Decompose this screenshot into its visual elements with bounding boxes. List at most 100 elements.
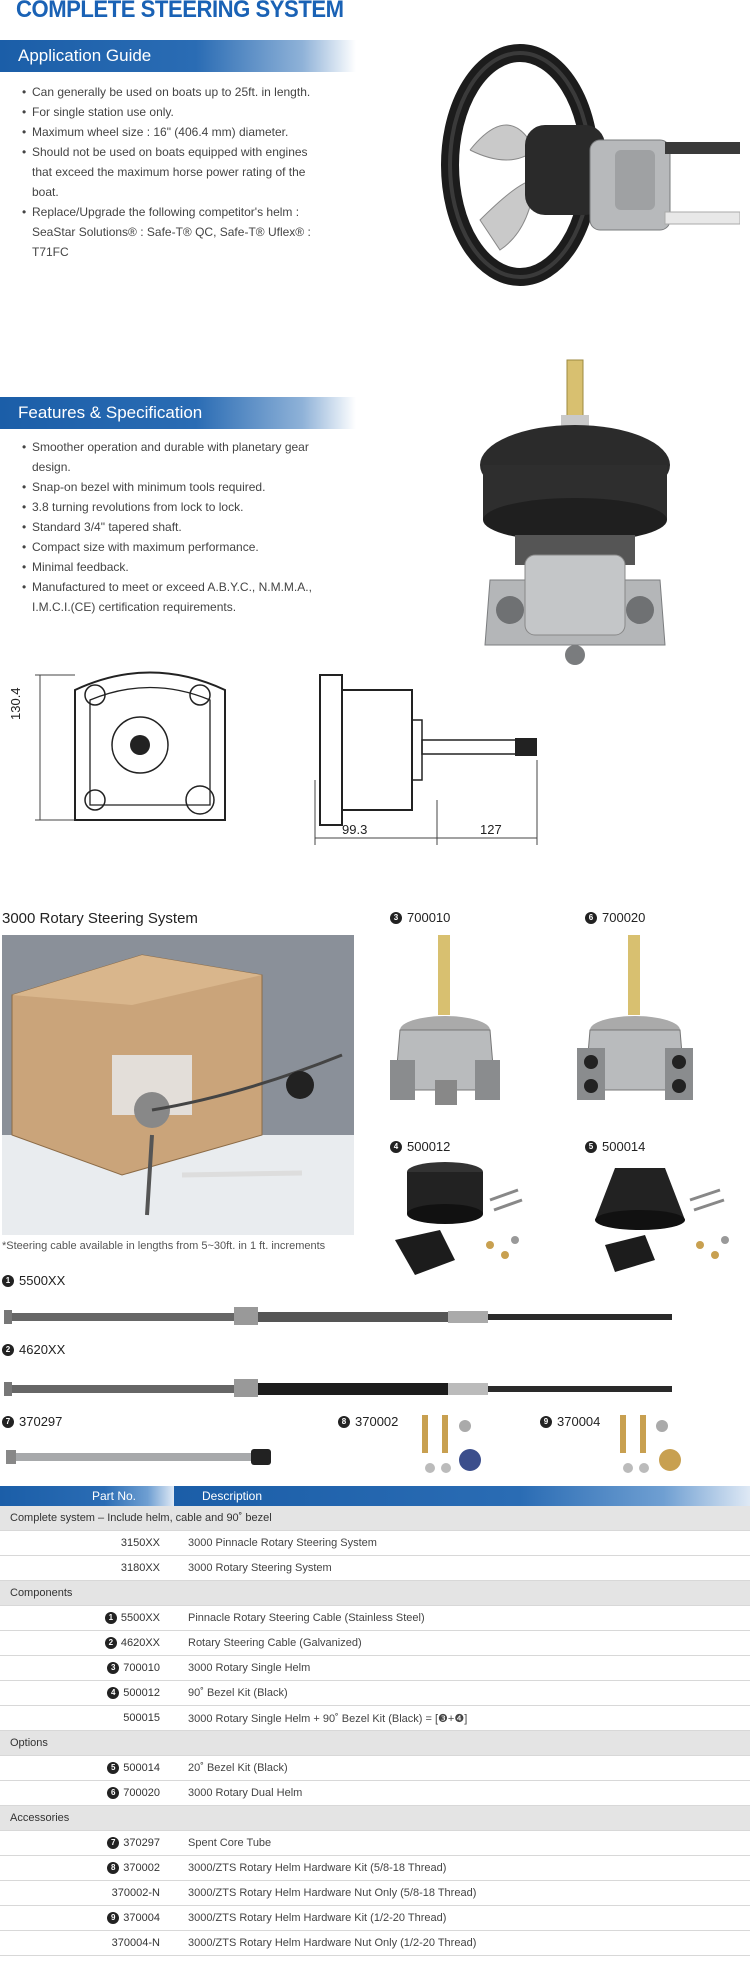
part-number: 370002 (123, 1861, 160, 1874)
callout-number: 9 (107, 1912, 120, 1925)
callout-number: 4 (390, 1140, 402, 1153)
part-label-500014: 5 500014 (585, 1139, 645, 1154)
application-item: Maximum wheel size : 16" (406.4 mm) diam… (20, 122, 320, 142)
callout-number: 6 (585, 911, 597, 924)
part-code: 700010 (407, 910, 451, 925)
callout-number: 7 (107, 1837, 120, 1850)
part-number: 500012 (123, 1686, 160, 1699)
dimension-drawing (35, 671, 538, 845)
part-code: 370297 (19, 1414, 63, 1429)
part-description: 3000/ZTS Rotary Helm Hardware Nut Only (… (174, 1930, 750, 1956)
hardware-kit-370002-image (422, 1415, 481, 1473)
callout-number: 4 (107, 1687, 120, 1700)
cable-length-note: *Steering cable available in lengths fro… (2, 1240, 326, 1252)
callout-number: 8 (107, 1862, 120, 1875)
application-item: Should not be used on boats equipped wit… (20, 142, 320, 202)
part-number: 370004-N (111, 1937, 160, 1949)
table-row: 500015 3000 Rotary Single Helm + 90˚ Bez… (0, 1705, 750, 1731)
feature-item: Snap-on bezel with minimum tools require… (20, 477, 320, 497)
part-number: 4620XX (120, 1636, 160, 1649)
callout-number: 1 (104, 1612, 117, 1625)
part-code: 5500XX (19, 1273, 66, 1288)
application-item: Can generally be used on boats up to 25f… (20, 82, 320, 102)
callout-number: 2 (104, 1637, 117, 1650)
system-heading: 3000 Rotary Steering System (2, 910, 198, 927)
callout-number: 3 (390, 911, 402, 924)
column-header-part-no: Part No. (0, 1486, 174, 1506)
part-number: 700010 (123, 1661, 160, 1674)
part-description: 3000 Pinnacle Rotary Steering System (174, 1530, 750, 1556)
feature-item: Smoother operation and durable with plan… (20, 437, 320, 477)
dual-helm-image (577, 935, 693, 1100)
callout-number: 5 (107, 1762, 120, 1775)
part-number: 500015 (123, 1712, 160, 1724)
application-item: Replace/Upgrade the following competitor… (20, 202, 320, 262)
part-description: 3000 Rotary Steering System (174, 1555, 750, 1581)
part-label-370297: 7 370297 (2, 1414, 62, 1429)
part-number: 3180XX (120, 1562, 160, 1574)
callout-number: 8 (338, 1415, 350, 1428)
part-description: 3000/ZTS Rotary Helm Hardware Kit (5/8-1… (174, 1855, 750, 1881)
single-helm-image (390, 935, 500, 1105)
system-kit-photo (2, 935, 354, 1235)
part-label-370004: 9 370004 (540, 1414, 600, 1429)
part-description: Rotary Steering Cable (Galvanized) (174, 1630, 750, 1656)
features-list: Smoother operation and durable with plan… (20, 437, 320, 617)
cable-5500XX-image (4, 1307, 672, 1325)
feature-item: Manufactured to meet or exceed A.B.Y.C.,… (20, 577, 320, 617)
callout-number: 3 (107, 1662, 120, 1675)
part-description: 3000 Rotary Single Helm + 90˚ Bezel Kit … (174, 1705, 750, 1731)
table-group-row: Complete system – Include helm, cable an… (0, 1506, 750, 1531)
callout-number: 9 (540, 1415, 552, 1428)
part-description: 90˚ Bezel Kit (Black) (174, 1680, 750, 1706)
callout-number: 6 (107, 1787, 120, 1800)
helm-image (480, 359, 670, 665)
part-number: 370297 (123, 1836, 160, 1849)
part-code: 700020 (602, 910, 646, 925)
dimension-shaft-label: 127 (480, 822, 502, 837)
feature-item: Standard 3/4" tapered shaft. (20, 517, 320, 537)
table-group-row: Options (0, 1730, 750, 1756)
spent-core-tube-image (6, 1449, 271, 1465)
part-code: 370004 (557, 1414, 601, 1429)
table-row: 370004-N 3000/ZTS Rotary Helm Hardware N… (0, 1930, 750, 1956)
bezel-kit-20-image (595, 1168, 729, 1272)
dimension-height-label: 130.4 (8, 687, 23, 720)
part-description: Pinnacle Rotary Steering Cable (Stainles… (174, 1605, 750, 1631)
part-description: 20˚ Bezel Kit (Black) (174, 1755, 750, 1781)
table-row: 3150XX 3000 Pinnacle Rotary Steering Sys… (0, 1530, 750, 1556)
hardware-kit-370004-image (620, 1415, 681, 1473)
part-number: 5500XX (120, 1611, 160, 1624)
part-number: 3150XX (120, 1537, 160, 1549)
callout-number: 5 (585, 1140, 597, 1153)
features-heading: Features & Specification (0, 397, 356, 429)
bezel-kit-90-image (395, 1162, 523, 1275)
part-number: 370002-N (111, 1887, 160, 1899)
part-code: 500012 (407, 1139, 451, 1154)
page-title: COMPLETE STEERING SYSTEM (16, 0, 344, 23)
part-label-5500XX: 1 5500XX (2, 1273, 65, 1288)
cable-4620XX-image (4, 1379, 672, 1397)
part-description: 3000/ZTS Rotary Helm Hardware Kit (1/2-2… (174, 1905, 750, 1931)
part-number: 370004 (123, 1911, 160, 1924)
application-list: Can generally be used on boats up to 25f… (20, 82, 320, 262)
part-label-500012: 4 500012 (390, 1139, 450, 1154)
part-description: 3000/ZTS Rotary Helm Hardware Nut Only (… (174, 1880, 750, 1906)
part-label-370002: 8 370002 (338, 1414, 398, 1429)
parts-table: Part No. Description Complete system – I… (0, 1486, 750, 1956)
application-guide-heading: Application Guide (0, 40, 356, 72)
callout-number: 1 (2, 1274, 14, 1287)
feature-item: 3.8 turning revolutions from lock to loc… (20, 497, 320, 517)
part-description: 3000 Rotary Single Helm (174, 1655, 750, 1681)
part-code: 4620XX (19, 1342, 66, 1357)
part-label-700010: 3 700010 (390, 910, 450, 925)
column-header-description: Description (174, 1486, 750, 1506)
feature-item: Compact size with maximum performance. (20, 537, 320, 557)
part-code: 370002 (355, 1414, 399, 1429)
